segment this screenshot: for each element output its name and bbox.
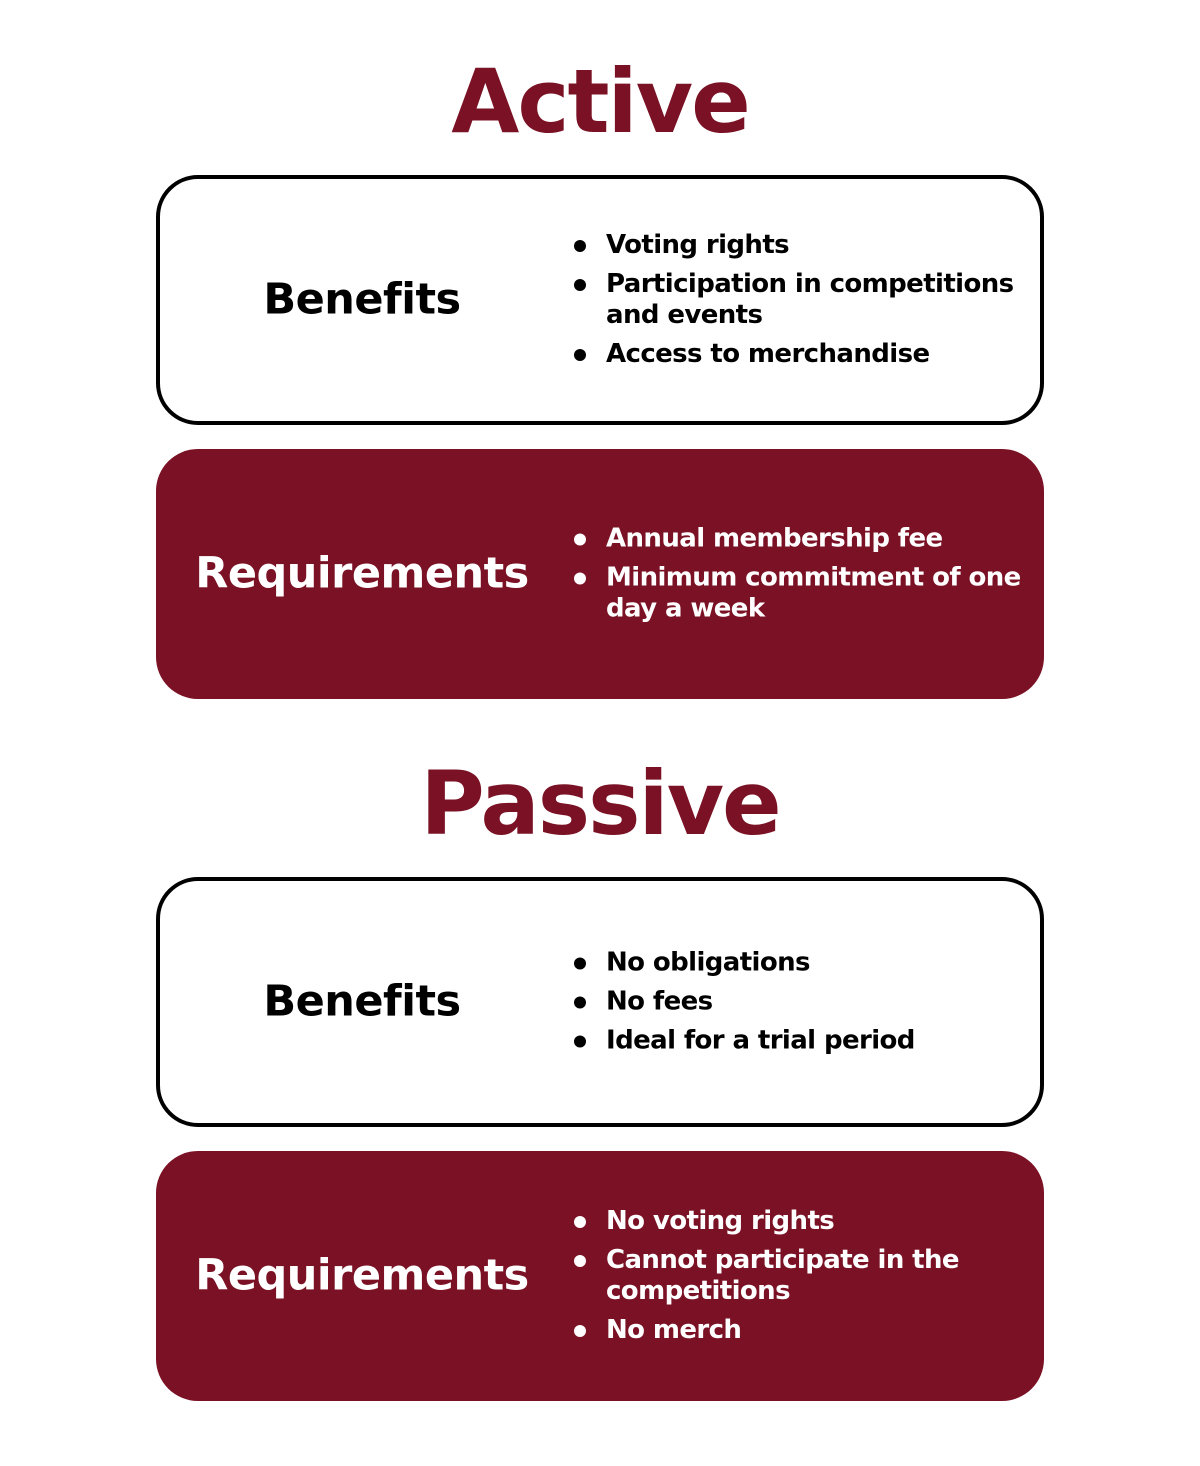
list-item: Participation in competitions and events — [568, 269, 1028, 331]
list-item: Ideal for a trial period — [568, 1026, 1028, 1057]
requirements-list: No voting rights Cannot participate in t… — [568, 1206, 1032, 1346]
list-item: Minimum commitment of one day a week — [568, 563, 1032, 625]
list-item-text: Cannot participate in the competitions — [606, 1245, 960, 1306]
benefits-label: Benefits — [263, 976, 461, 1027]
bullet-icon — [574, 1325, 586, 1337]
bullet-icon — [574, 1216, 586, 1228]
bullet-icon — [574, 349, 586, 361]
list-item-text: No merch — [606, 1315, 742, 1345]
active-benefits-card: Benefits Voting rights Participation in … — [156, 175, 1044, 425]
requirements-list: Annual membership fee Minimum commitment… — [568, 524, 1032, 625]
bullet-icon — [574, 996, 586, 1009]
section-title-active: Active — [451, 50, 751, 153]
list-item-text: Ideal for a trial period — [606, 1025, 915, 1056]
list-item-text: Participation in competitions and events — [606, 269, 1014, 330]
list-item: No voting rights — [568, 1206, 1032, 1237]
requirements-label: Requirements — [195, 548, 529, 599]
benefits-list: No obligations No fees Ideal for a trial… — [568, 948, 1028, 1057]
list-item: Annual membership fee — [568, 524, 1032, 555]
list-item: Access to merchandise — [568, 339, 1028, 370]
benefits-list: Voting rights Participation in competiti… — [568, 230, 1028, 370]
list-item: No obligations — [568, 948, 1028, 979]
benefits-label: Benefits — [263, 274, 461, 325]
bullet-icon — [574, 533, 586, 546]
list-item-text: No voting rights — [606, 1206, 835, 1236]
list-item-text: Annual membership fee — [606, 523, 943, 554]
bullet-icon — [574, 1255, 586, 1267]
list-item-text: Access to merchandise — [606, 339, 930, 369]
bullet-icon — [574, 957, 586, 970]
bullet-icon — [574, 279, 586, 291]
bullet-icon — [574, 1035, 586, 1048]
section-title-passive: Passive — [420, 752, 781, 855]
passive-benefits-card: Benefits No obligations No fees Ideal fo… — [156, 877, 1044, 1127]
passive-requirements-card: Requirements No voting rights Cannot par… — [156, 1151, 1044, 1401]
active-requirements-card: Requirements Annual membership fee Minim… — [156, 449, 1044, 699]
bullet-icon — [574, 572, 586, 585]
bullet-icon — [574, 240, 586, 252]
list-item: Voting rights — [568, 230, 1028, 261]
list-item: No merch — [568, 1315, 1032, 1346]
requirements-label: Requirements — [195, 1250, 529, 1301]
list-item-text: Voting rights — [606, 230, 790, 260]
list-item-text: No obligations — [606, 947, 811, 978]
list-item: No fees — [568, 987, 1028, 1018]
list-item: Cannot participate in the competitions — [568, 1245, 1032, 1307]
list-item-text: Minimum commitment of one day a week — [606, 562, 1021, 624]
list-item-text: No fees — [606, 986, 713, 1017]
